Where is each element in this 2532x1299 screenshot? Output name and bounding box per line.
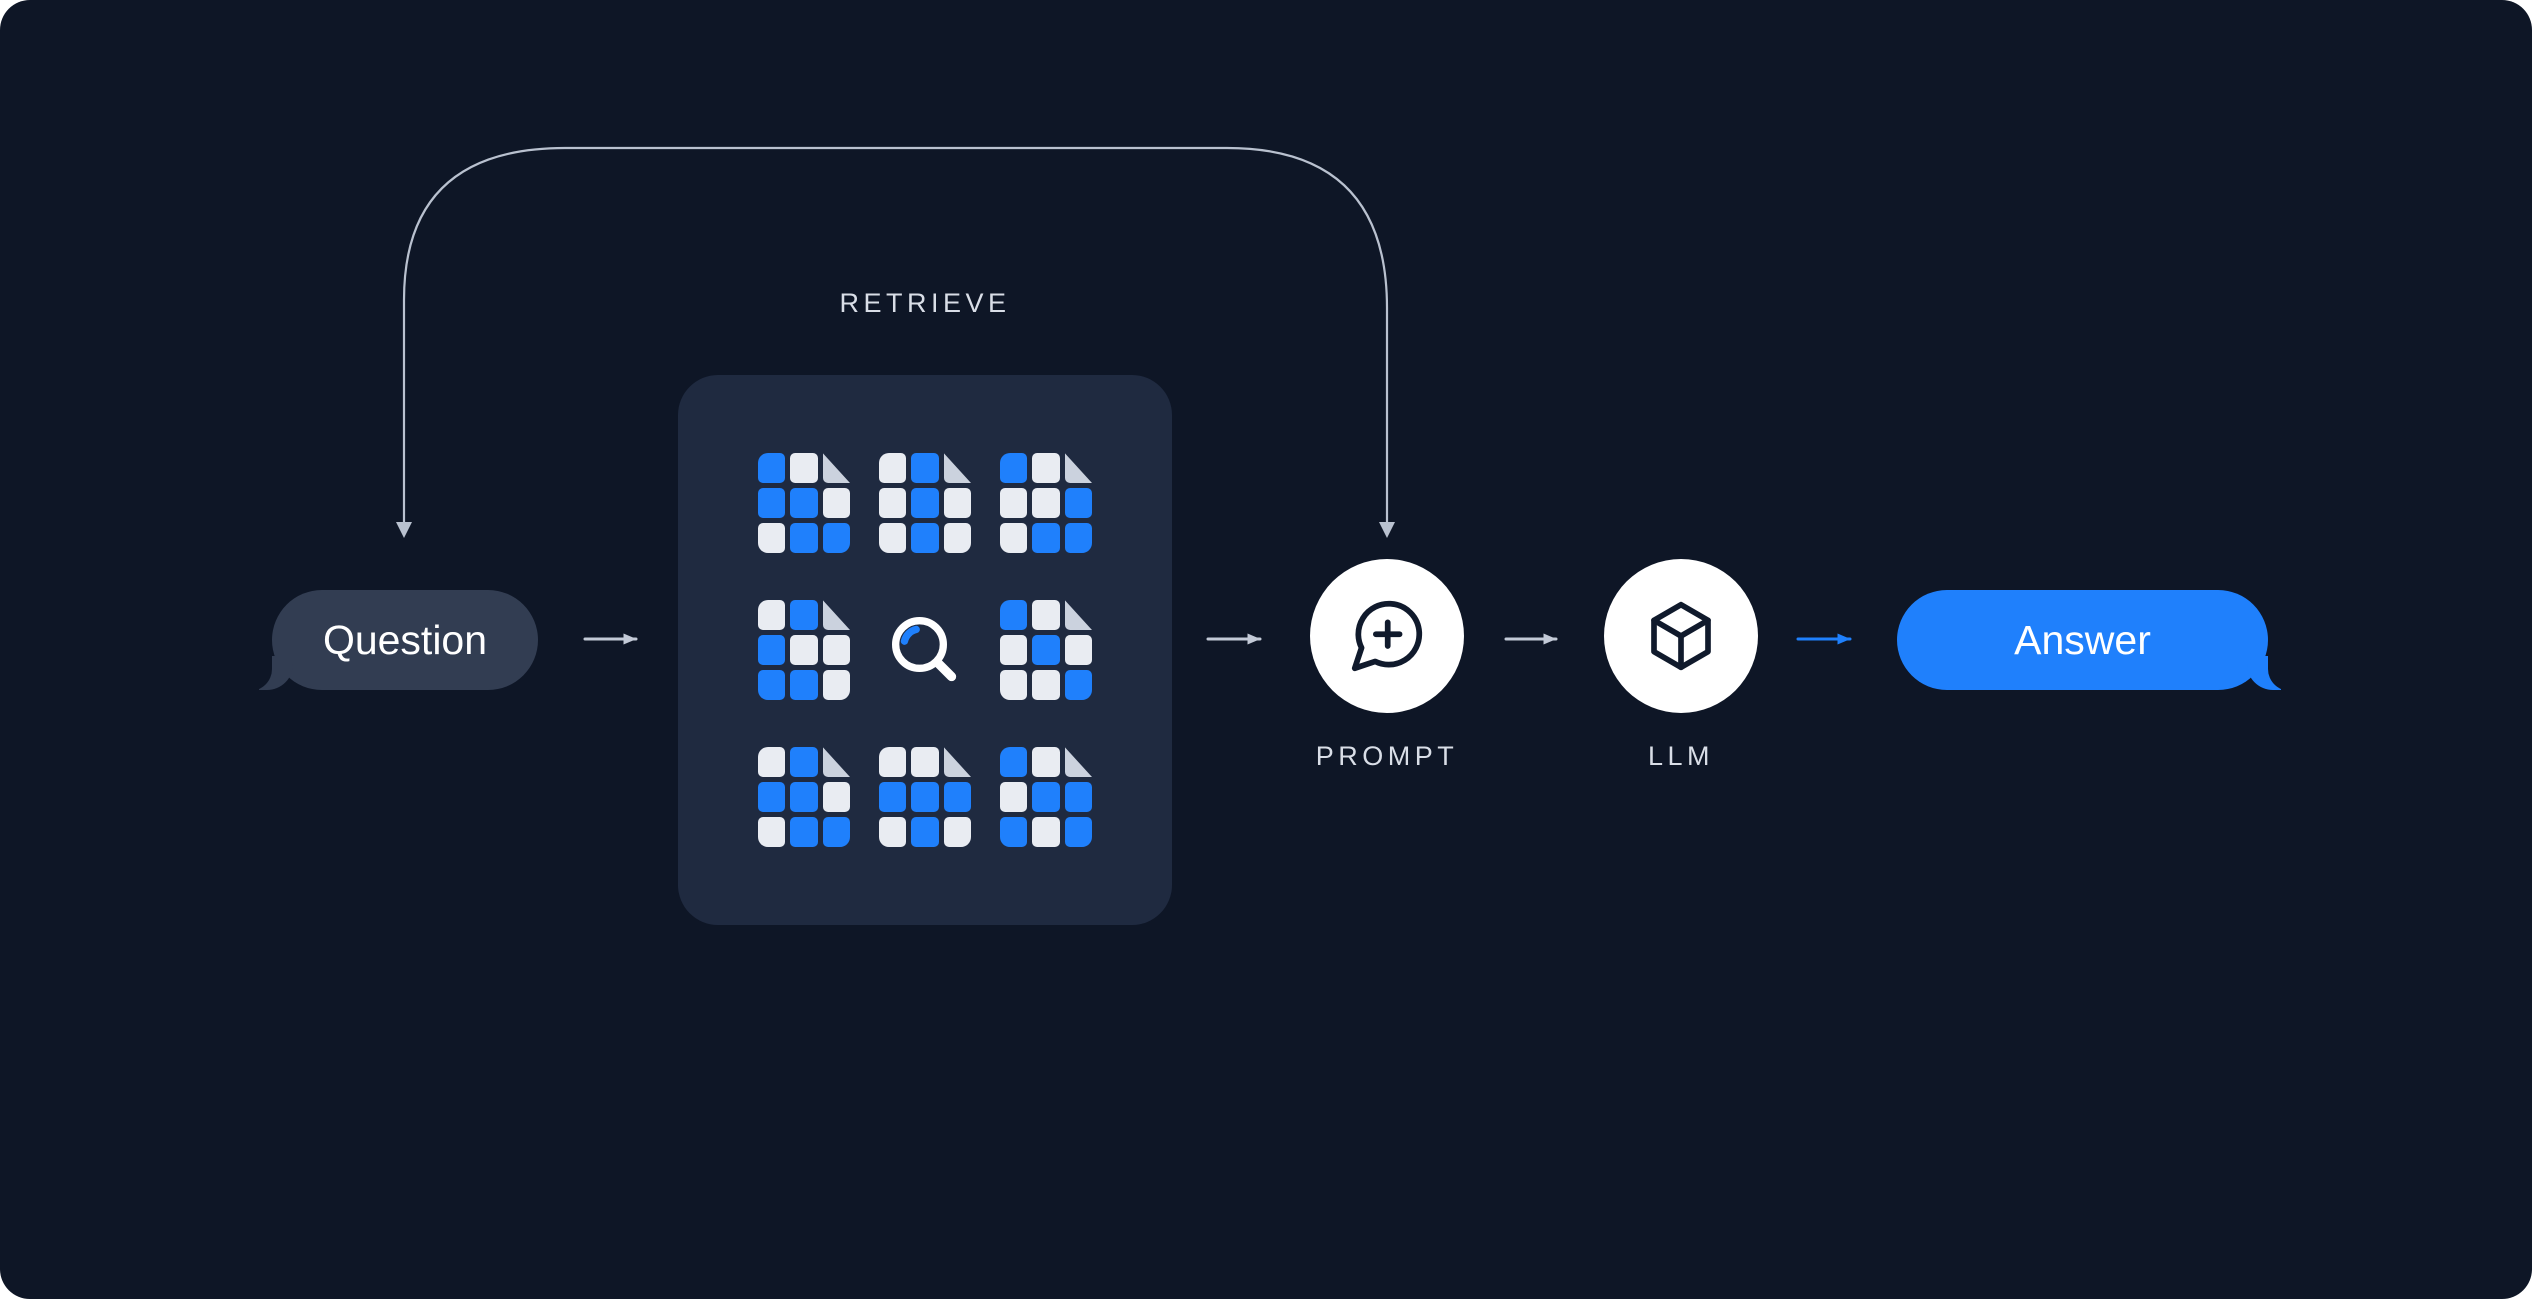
curve-arrowhead-question <box>396 522 412 538</box>
doc-cell <box>790 453 818 483</box>
doc-cell <box>943 523 971 553</box>
doc-fold-corner <box>944 747 971 777</box>
doc-fold-corner <box>1065 600 1092 630</box>
doc-cell <box>1064 523 1092 553</box>
doc-cell <box>790 523 818 553</box>
doc-cell <box>1032 670 1060 700</box>
doc-cell <box>758 670 786 700</box>
doc-cell <box>758 600 786 630</box>
doc-cell <box>943 782 971 812</box>
doc-cell <box>822 817 850 847</box>
doc-fold-corner <box>823 747 850 777</box>
chat-plus-icon <box>1351 600 1423 672</box>
doc-cell <box>879 488 907 518</box>
doc-cell <box>879 782 907 812</box>
documents-grid <box>678 375 1172 925</box>
doc-cell <box>911 523 939 553</box>
retrieve-panel <box>678 375 1172 925</box>
doc-cell <box>790 782 818 812</box>
doc-cell <box>1000 670 1028 700</box>
llm-node <box>1604 559 1758 713</box>
doc-cell <box>790 600 818 630</box>
question-label: Question <box>322 616 488 663</box>
doc-cell <box>758 817 786 847</box>
doc-cell <box>1032 817 1060 847</box>
doc-cell <box>1032 523 1060 553</box>
doc-cell <box>758 523 786 553</box>
llm-label: LLM <box>1647 741 1715 771</box>
cube-icon <box>1651 601 1711 671</box>
doc-cell <box>758 488 786 518</box>
doc-cell <box>1032 782 1060 812</box>
doc-cell <box>822 782 850 812</box>
doc-cell <box>758 747 786 777</box>
question-to-prompt-curve <box>402 146 1389 522</box>
doc-cell <box>1032 453 1060 483</box>
doc-cell <box>911 817 939 847</box>
question-bubble: Question <box>250 590 538 691</box>
doc-cell <box>911 453 939 483</box>
magnifier-slot <box>879 600 971 700</box>
doc-cell <box>911 488 939 518</box>
doc-cell <box>822 635 850 665</box>
doc-cell <box>758 782 786 812</box>
doc-cell <box>822 523 850 553</box>
document-icon <box>758 453 850 553</box>
doc-cell <box>822 670 850 700</box>
doc-cell <box>879 747 907 777</box>
document-icon <box>758 600 850 700</box>
document-icon <box>758 747 850 847</box>
answer-bubble: Answer <box>1897 590 2290 691</box>
doc-cell <box>943 817 971 847</box>
doc-fold-corner <box>1065 747 1092 777</box>
doc-cell <box>943 488 971 518</box>
curve-arrowhead-prompt <box>1379 522 1395 538</box>
doc-cell <box>1000 747 1028 777</box>
doc-cell <box>1000 782 1028 812</box>
doc-cell <box>790 635 818 665</box>
doc-cell <box>1000 635 1028 665</box>
doc-cell <box>1000 817 1028 847</box>
doc-cell <box>790 817 818 847</box>
doc-cell <box>758 635 786 665</box>
document-icon <box>879 747 971 847</box>
doc-cell <box>879 523 907 553</box>
document-icon <box>1000 453 1092 553</box>
doc-cell <box>1064 782 1092 812</box>
answer-label: Answer <box>2014 616 2151 663</box>
doc-cell <box>1064 670 1092 700</box>
prompt-label: PROMPT <box>1315 741 1459 771</box>
document-icon <box>1000 600 1092 700</box>
doc-cell <box>790 488 818 518</box>
doc-cell <box>911 747 939 777</box>
doc-fold-corner <box>823 600 850 630</box>
doc-cell <box>1064 488 1092 518</box>
prompt-node <box>1310 559 1464 713</box>
doc-cell <box>1000 453 1028 483</box>
doc-fold-corner <box>823 453 850 483</box>
search-icon <box>892 617 957 682</box>
doc-cell <box>790 670 818 700</box>
doc-cell <box>1064 817 1092 847</box>
doc-cell <box>1032 600 1060 630</box>
doc-cell <box>758 453 786 483</box>
doc-cell <box>879 817 907 847</box>
doc-cell <box>1000 600 1028 630</box>
retrieve-label: RETRIEVE <box>839 288 1011 318</box>
doc-cell <box>1000 523 1028 553</box>
doc-cell <box>879 453 907 483</box>
doc-cell <box>1000 488 1028 518</box>
doc-fold-corner <box>944 453 971 483</box>
document-icon <box>1000 747 1092 847</box>
doc-cell <box>1032 635 1060 665</box>
doc-cell <box>790 747 818 777</box>
doc-cell <box>1064 635 1092 665</box>
doc-cell <box>911 782 939 812</box>
doc-cell <box>1032 747 1060 777</box>
doc-cell <box>822 488 850 518</box>
doc-cell <box>1032 488 1060 518</box>
doc-fold-corner <box>1065 453 1092 483</box>
document-icon <box>879 453 971 553</box>
